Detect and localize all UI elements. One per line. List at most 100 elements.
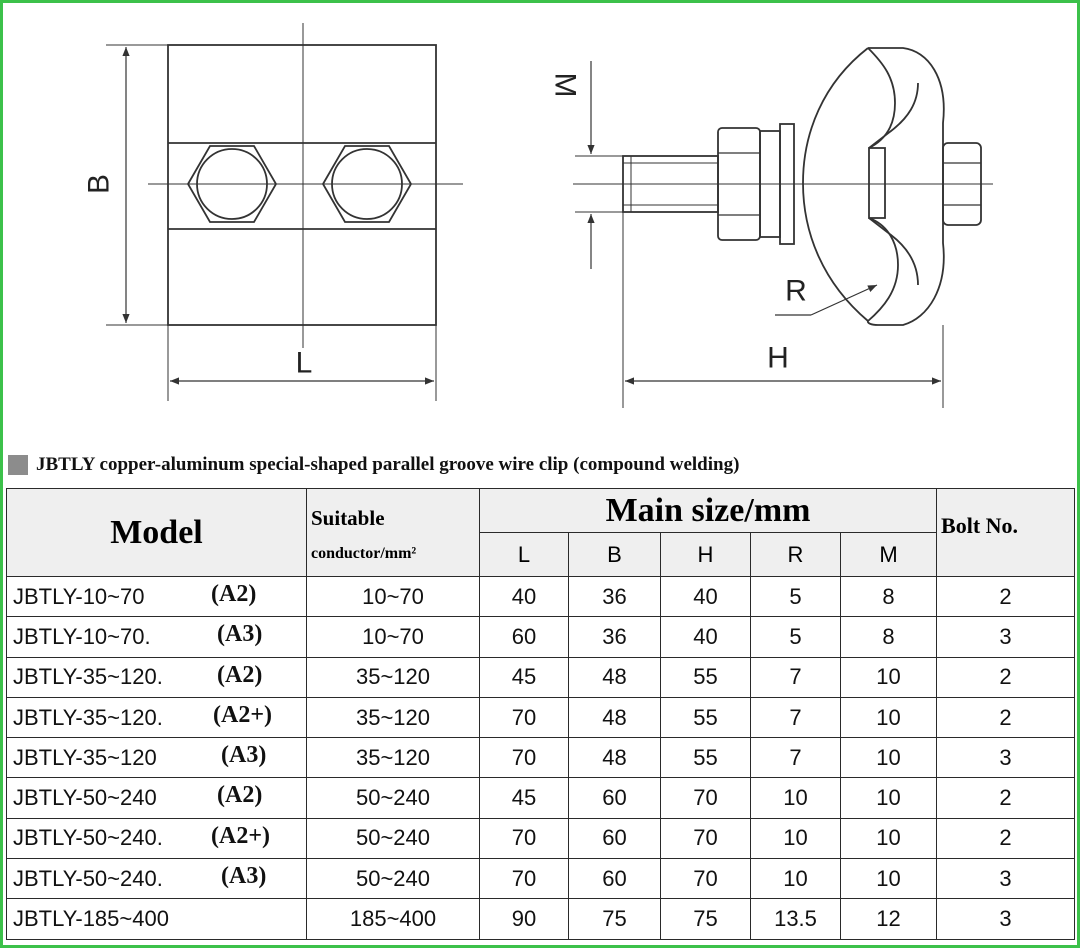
hex-bolt-right [321, 145, 413, 223]
header-B: B [568, 532, 661, 577]
b-cell: 48 [568, 656, 661, 698]
r-cell: 7 [750, 656, 841, 698]
model-name: JBTLY-35~120 [13, 744, 157, 770]
b-cell: 60 [568, 817, 661, 860]
b-cell: 48 [568, 696, 661, 739]
label-M: M [549, 73, 582, 98]
bolt-cell: 2 [936, 575, 1076, 618]
h-cell: 70 [660, 817, 751, 860]
title-square-icon [8, 455, 28, 475]
m-cell: 12 [839, 898, 938, 940]
conductor-cell: 35~120 [306, 737, 480, 779]
bolt-cell: 3 [936, 858, 1076, 900]
table-row: JBTLY-10~70(A2) 10~70 40 36 40 5 8 2 [6, 575, 1076, 618]
model-name: JBTLY-50~240. [13, 825, 163, 851]
table-row: JBTLY-10~70.(A3) 10~70 60 36 40 5 8 3 [6, 616, 1076, 658]
b-cell: 48 [568, 737, 661, 779]
r-cell: 10 [750, 777, 841, 819]
m-cell: 10 [839, 737, 938, 779]
label-R: R [785, 275, 807, 308]
r-cell: 10 [750, 817, 841, 860]
r-cell: 7 [750, 696, 841, 739]
model-name: JBTLY-35~120. [13, 664, 163, 690]
header-R: R [750, 532, 841, 577]
conductor-cell: 10~70 [306, 616, 480, 658]
header-L: L [479, 532, 569, 577]
conductor-cell: 35~120 [306, 656, 480, 698]
section-title: JBTLY copper-aluminum special-shaped par… [8, 450, 739, 480]
header-conductor: Suitable conductor/mm² [306, 488, 480, 577]
header-model: Model [6, 488, 307, 577]
bolt-cell: 2 [936, 656, 1076, 698]
side-view [573, 47, 993, 408]
b-cell: 36 [568, 575, 661, 618]
model-cell: JBTLY-10~70. (A3) [6, 616, 307, 658]
conductor-cell: 35~120 [306, 696, 480, 739]
h-cell: 70 [660, 777, 751, 819]
b-cell: 60 [568, 858, 661, 900]
table-row: JBTLY-35~120.(A2) 35~120 45 48 55 7 10 2 [6, 656, 1076, 698]
spec-table: Model Suitable conductor/mm² Main size/m… [6, 488, 1076, 940]
header-bolt: Bolt No. [936, 488, 1076, 577]
m-cell: 8 [839, 616, 938, 658]
model-name: JBTLY-185~400 [13, 906, 169, 932]
m-cell: 10 [839, 696, 938, 739]
model-name: JBTLY-10~70 [13, 583, 145, 609]
label-L: L [296, 347, 313, 380]
conductor-cell: 50~240 [306, 858, 480, 900]
model-cell: JBTLY-35~120. (A2) [6, 656, 307, 698]
l-cell: 70 [479, 858, 569, 900]
model-variant: (A3) [217, 621, 263, 648]
header-H: H [660, 532, 751, 577]
model-cell: JBTLY-50~240.(A2+) [6, 817, 307, 860]
table-row: JBTLY-50~240(A2) 50~240 45 60 70 10 10 2 [6, 777, 1076, 819]
section-title-text: JBTLY copper-aluminum special-shaped par… [36, 454, 740, 475]
l-cell: 45 [479, 777, 569, 819]
bolt-cell: 3 [936, 737, 1076, 779]
header-main-size: Main size/mm [478, 488, 938, 533]
header-conductor-line2: conductor/mm² [311, 545, 417, 562]
bolt-cell: 2 [936, 696, 1076, 739]
model-cell: JBTLY-50~240.(A3) [6, 858, 307, 900]
model-variant: (A2) [217, 661, 263, 688]
model-name: JBTLY-10~70. [13, 623, 151, 649]
label-B: B [83, 174, 116, 194]
h-cell: 40 [660, 575, 751, 618]
m-cell: 8 [839, 575, 938, 618]
r-cell: 7 [750, 737, 841, 779]
conductor-cell: 185~400 [306, 898, 480, 940]
l-cell: 45 [479, 656, 569, 698]
l-cell: 40 [479, 575, 569, 618]
h-cell: 55 [660, 656, 751, 698]
l-cell: 70 [479, 696, 569, 739]
header-M: M [839, 532, 938, 577]
model-cell: JBTLY-35~120 (A3) [6, 737, 307, 779]
r-cell: 5 [750, 616, 841, 658]
technical-drawing: B L [83, 23, 993, 408]
bolt-cell: 2 [936, 817, 1076, 860]
h-cell: 55 [660, 737, 751, 779]
m-cell: 10 [839, 777, 938, 819]
model-variant: (A3) [221, 742, 267, 769]
label-H: H [767, 342, 789, 375]
h-cell: 75 [660, 898, 751, 940]
h-cell: 55 [660, 696, 751, 739]
b-cell: 60 [568, 777, 661, 819]
r-cell: 13.5 [750, 898, 841, 940]
model-name: JBTLY-35~120. [13, 704, 163, 730]
l-cell: 70 [479, 737, 569, 779]
conductor-cell: 10~70 [306, 575, 480, 618]
m-cell: 10 [839, 817, 938, 860]
table-row: JBTLY-50~240.(A3) 50~240 70 60 70 10 10 … [6, 858, 1076, 900]
table-row: JBTLY-50~240.(A2+) 50~240 70 60 70 10 10… [6, 817, 1076, 860]
r-cell: 5 [750, 575, 841, 618]
model-name: JBTLY-50~240. [13, 865, 163, 891]
model-name: JBTLY-50~240 [13, 785, 157, 811]
header-conductor-line1: Suitable [311, 506, 385, 530]
l-cell: 90 [479, 898, 569, 940]
table-row: JBTLY-35~120 (A3) 35~120 70 48 55 7 10 3 [6, 737, 1076, 779]
conductor-cell: 50~240 [306, 777, 480, 819]
hex-bolt-left [186, 145, 278, 223]
b-cell: 36 [568, 616, 661, 658]
